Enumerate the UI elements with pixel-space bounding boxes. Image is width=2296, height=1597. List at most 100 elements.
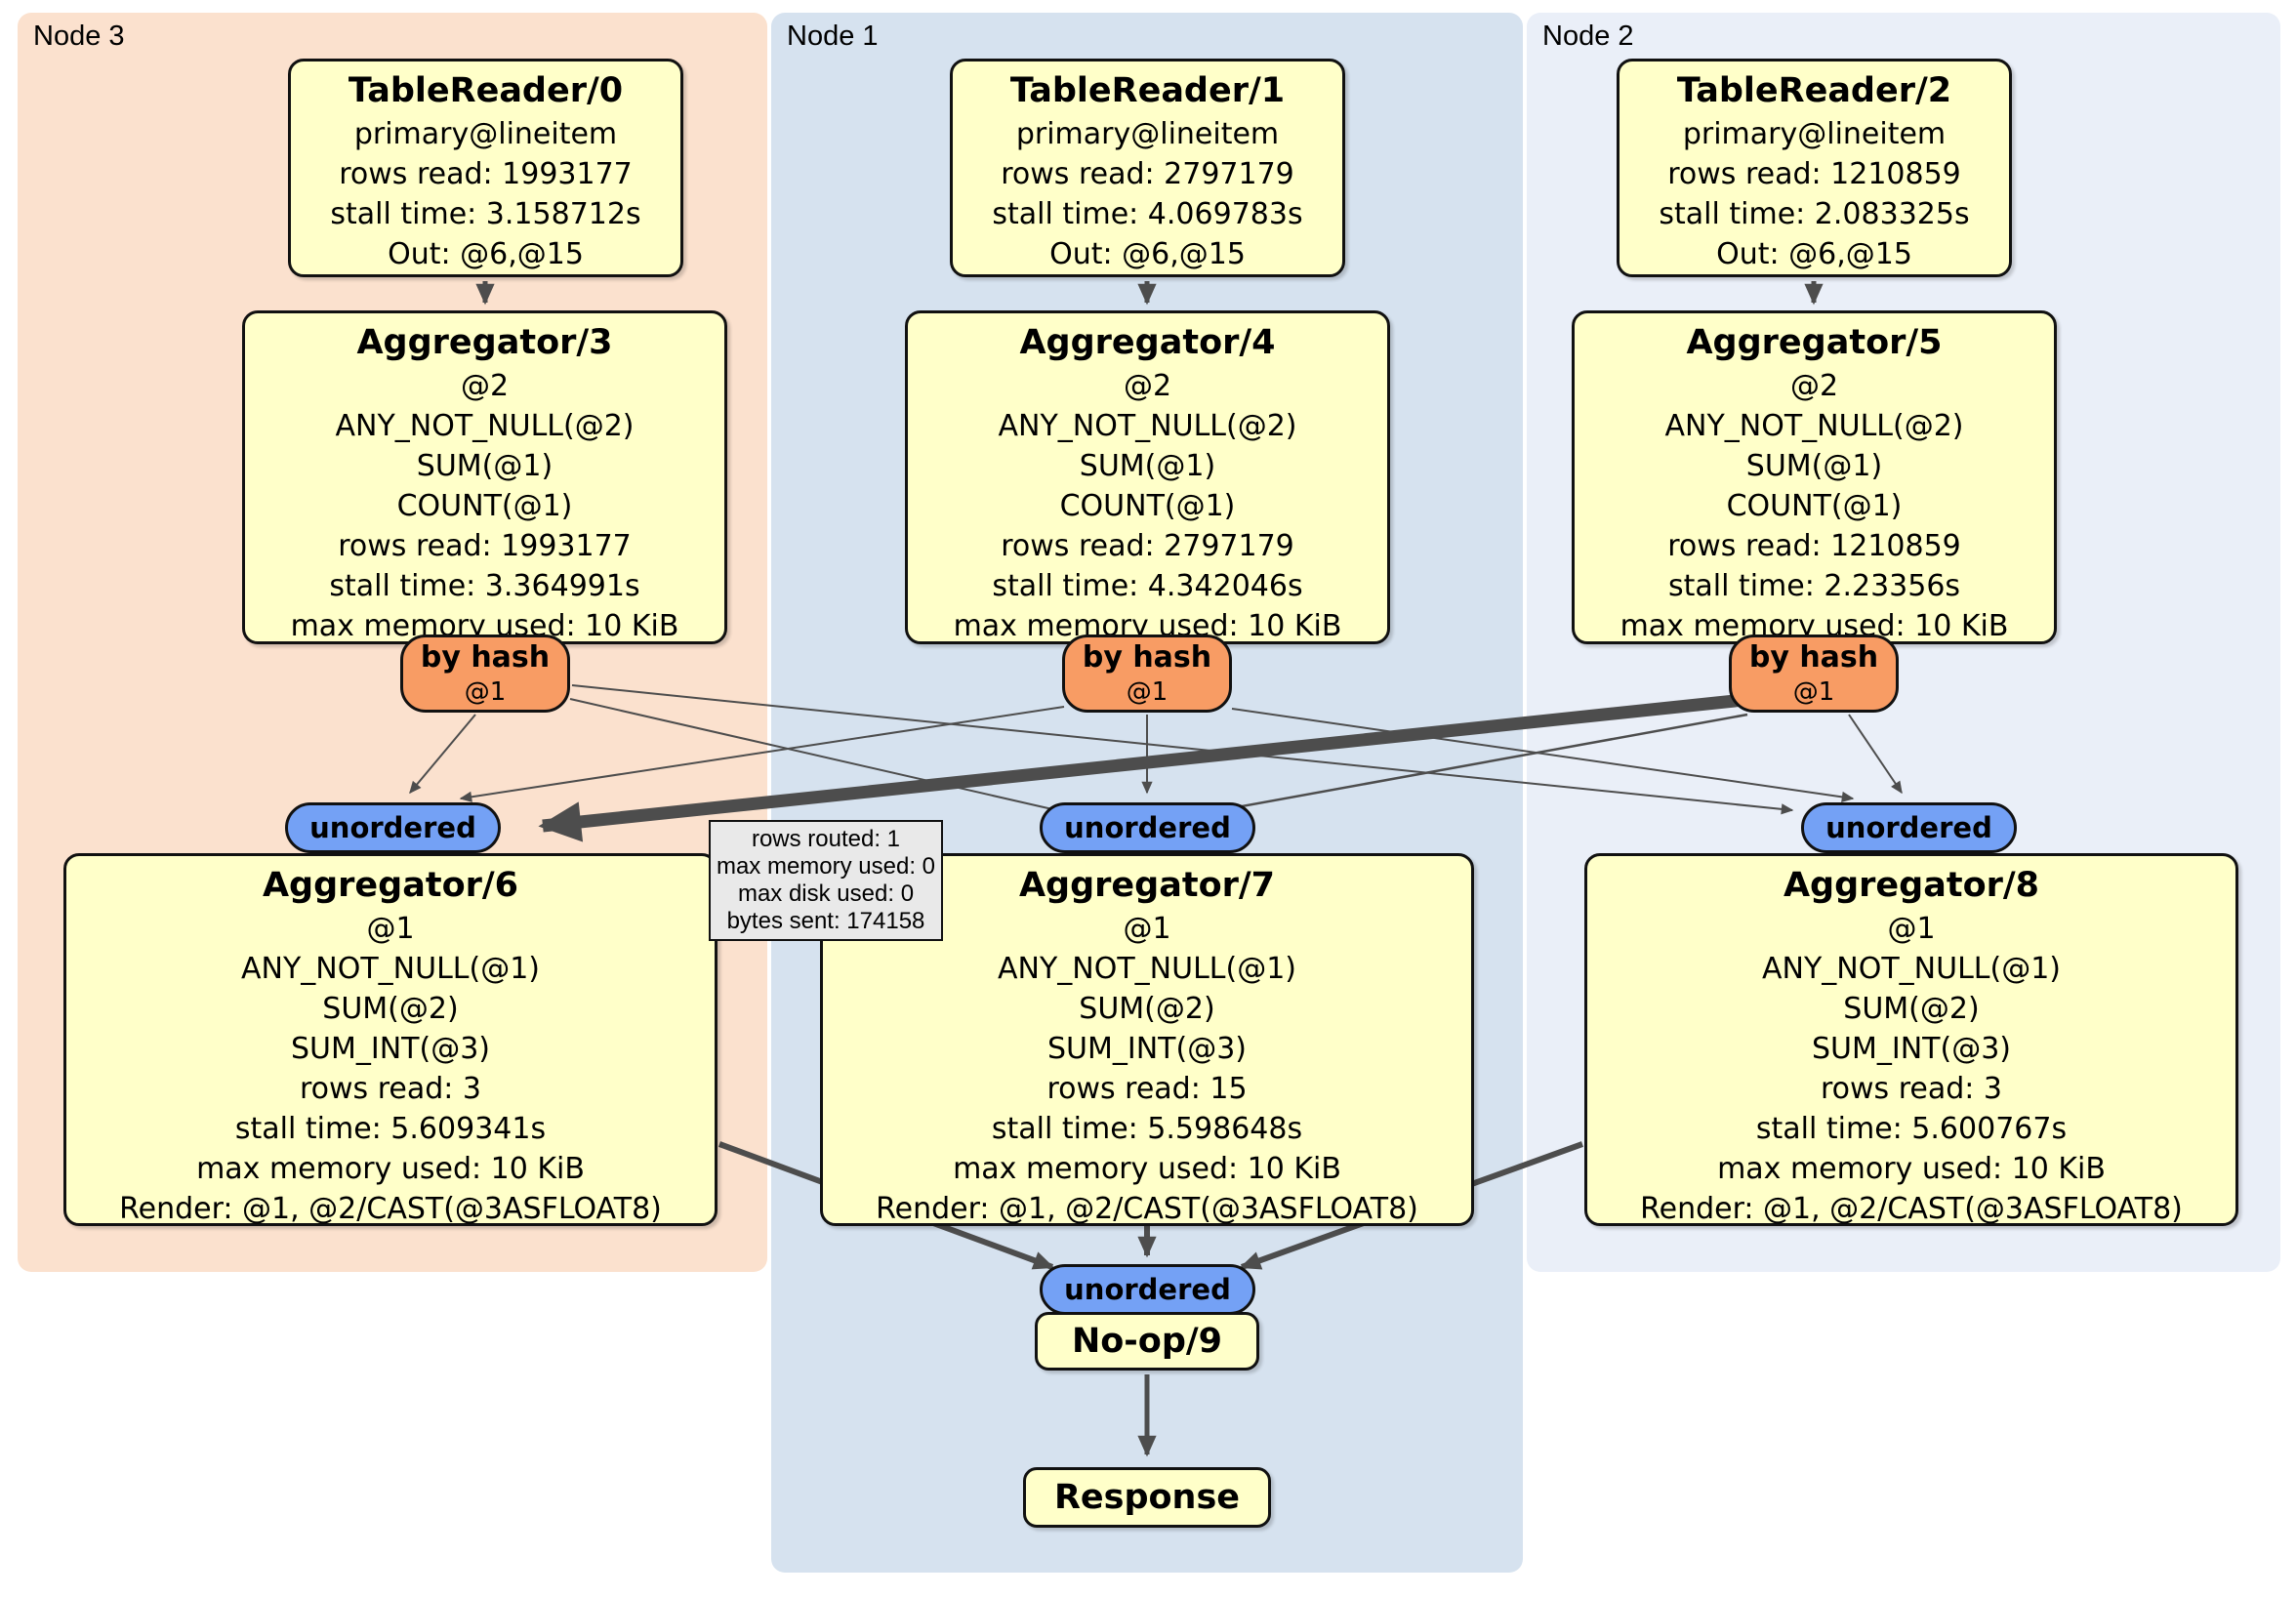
processor-details: primary@lineitem rows read: 2797179 stall …	[953, 114, 1342, 274]
text-line: stall time: 3.364991s	[329, 569, 640, 603]
text-line: primary@lineitem	[353, 117, 618, 151]
text-line: rows read: 1210859	[1667, 529, 1961, 563]
text-line: primary@lineitem	[1682, 117, 1947, 151]
processor-tablereader-1: TableReader/1 primary@lineitem rows read:…	[950, 59, 1345, 277]
edge-byhash-node3-to-sync-node3[interactable]	[409, 714, 476, 795]
processor-title: Aggregator/3	[356, 323, 613, 362]
text-line: @2	[1789, 369, 1839, 403]
text-line: ANY_NOT_NULL(@2)	[1664, 409, 1964, 443]
processor-title: Aggregator/5	[1686, 323, 1943, 362]
router-by-hash-node2: by hash @1	[1729, 635, 1899, 713]
text-line: SUM_INT(@3)	[291, 1032, 490, 1066]
processor-title: Aggregator/6	[262, 866, 519, 905]
text-line: Render: @1, @2/CAST(@3ASFLOAT8)	[876, 1192, 1418, 1226]
text-line: SUM_INT(@3)	[1812, 1032, 2011, 1066]
text-line: SUM(@1)	[1079, 449, 1216, 483]
processor-title: TableReader/2	[1676, 71, 1952, 110]
text-line: stall time: 2.083325s	[1659, 197, 1970, 231]
text-line: rows read: 1993177	[338, 529, 632, 563]
router-stream: @1	[1126, 677, 1168, 707]
edge-byhash-node1-to-sync-node3[interactable]	[459, 706, 1065, 802]
text-line: SUM(@2)	[1079, 992, 1215, 1026]
text-line: primary@lineitem	[1015, 117, 1280, 151]
processor-tablereader-0: TableReader/0 primary@lineitem rows read:…	[288, 59, 683, 277]
edge-byhash-node2-to-sync-node1[interactable]	[1218, 713, 1748, 814]
processor-noop-9: No-op/9	[1035, 1312, 1259, 1371]
text-line: ANY_NOT_NULL(@2)	[998, 409, 1297, 443]
text-line: rows read: 2797179	[1001, 529, 1294, 563]
text-line: Render: @1, @2/CAST(@3ASFLOAT8)	[119, 1192, 662, 1226]
text-line: ANY_NOT_NULL(@1)	[241, 952, 540, 986]
text-line: rows read: 2797179	[1001, 157, 1294, 191]
text-line: rows read: 1210859	[1667, 157, 1961, 191]
edge-byhash-node3-to-sync-node1[interactable]	[569, 698, 1076, 817]
text-line: ANY_NOT_NULL(@1)	[998, 952, 1296, 986]
edge-byhash-node2-to-sync-node2[interactable]	[1848, 714, 1903, 795]
router-by-hash-node3: by hash @1	[400, 635, 570, 713]
text-line: stall time: 2.23356s	[1667, 569, 1961, 603]
region-node2-label: Node 2	[1542, 20, 1634, 52]
text-line: @1	[366, 912, 415, 946]
region-node3-label: Node 3	[33, 20, 125, 52]
text-line: COUNT(@1)	[1059, 489, 1236, 523]
text-line: stall time: 5.600767s	[1755, 1112, 2068, 1146]
text-line: bytes sent: 174158	[726, 908, 925, 934]
text-line: COUNT(@1)	[1726, 489, 1903, 523]
router-label: by hash	[1082, 640, 1212, 675]
processor-title: TableReader/0	[348, 71, 624, 110]
processor-details: primary@lineitem rows read: 1993177 stall …	[291, 114, 680, 274]
region-node1-label: Node 1	[787, 20, 879, 52]
processor-details: primary@lineitem rows read: 1210859 stall …	[1620, 114, 2009, 274]
processor-title: Aggregator/7	[1018, 866, 1276, 905]
text-line: SUM(@2)	[1843, 992, 1980, 1026]
text-line: max memory used: 10 KiB	[953, 1152, 1341, 1186]
text-line: Out: @6,@15	[1716, 237, 1912, 271]
text-line: rows read: 15	[1046, 1072, 1248, 1106]
edge-byhash-node3-to-sync-node2[interactable]	[571, 684, 1794, 815]
router-stream: @1	[1792, 677, 1835, 707]
text-line: SUM_INT(@3)	[1047, 1032, 1247, 1066]
text-line: @1	[1123, 912, 1171, 946]
processor-response: Response	[1023, 1467, 1271, 1528]
text-line: SUM(@2)	[322, 992, 459, 1026]
processor-title: Aggregator/4	[1019, 323, 1276, 362]
text-line: rows read: 3	[1820, 1072, 2003, 1106]
text-line: @1	[1887, 912, 1936, 946]
text-line: stall time: 5.609341s	[234, 1112, 547, 1146]
text-line: stall time: 3.158712s	[330, 197, 641, 231]
text-line: max disk used: 0	[737, 880, 915, 907]
sync-unordered-node2: unordered	[1801, 802, 2017, 853]
text-line: max memory used: 10 KiB	[1717, 1152, 2106, 1186]
text-line: ANY_NOT_NULL(@2)	[335, 409, 635, 443]
text-line: rows read: 1993177	[339, 157, 633, 191]
text-line: max memory used: 10 KiB	[196, 1152, 585, 1186]
text-line: stall time: 4.069783s	[992, 197, 1303, 231]
processor-title: TableReader/1	[1009, 71, 1286, 110]
text-line: stall time: 5.598648s	[991, 1112, 1303, 1146]
router-label: by hash	[420, 640, 551, 675]
text-line: SUM(@1)	[416, 449, 554, 483]
processor-title: Aggregator/8	[1783, 866, 2040, 905]
edge-byhash-node1-to-sync-node2[interactable]	[1231, 708, 1855, 802]
text-line: rows routed: 1	[751, 826, 901, 852]
router-stream: @1	[464, 677, 507, 707]
text-line: rows read: 3	[299, 1072, 482, 1106]
edge-byhash-node2-to-sync-node3[interactable]	[538, 692, 1754, 842]
sync-unordered-node1: unordered	[1040, 802, 1255, 853]
text-line: @2	[460, 369, 510, 403]
processor-tablereader-2: TableReader/2 primary@lineitem rows read:…	[1617, 59, 2012, 277]
text-line: max memory used: 0	[716, 853, 936, 880]
router-by-hash-node1: by hash @1	[1062, 635, 1232, 713]
text-line: COUNT(@1)	[396, 489, 573, 523]
text-line: Render: @1, @2/CAST(@3ASFLOAT8)	[1640, 1192, 2183, 1226]
